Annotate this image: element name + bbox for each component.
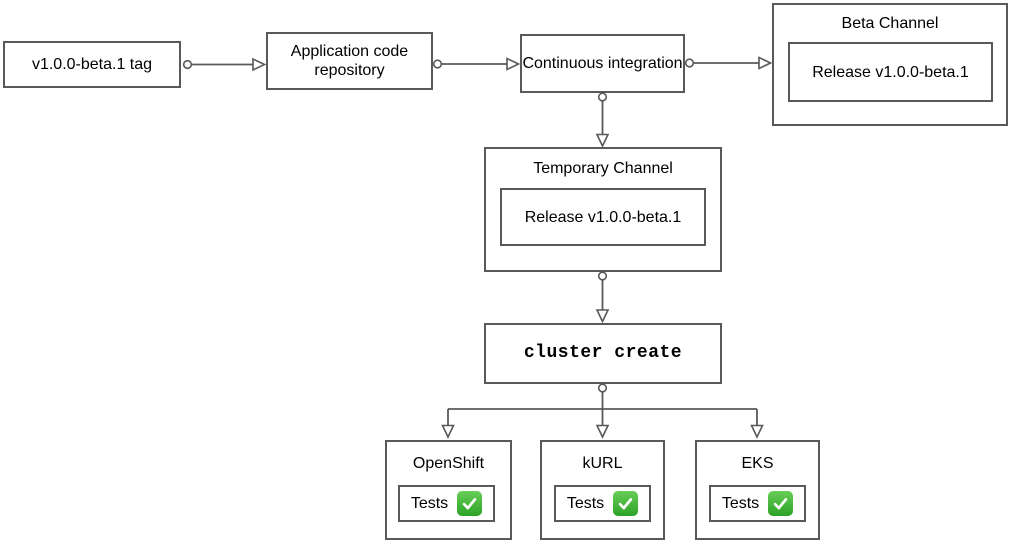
check-mark-icon [768, 491, 794, 516]
kurl-tests-label: Tests [566, 495, 605, 512]
node-cluster-openshift: OpenShift Tests [385, 440, 512, 540]
node-version-tag-label: v1.0.0-beta.1 tag [31, 56, 153, 73]
cluster-kurl-title: kURL [582, 455, 623, 472]
eks-tests-box: Tests [709, 485, 806, 522]
cluster-create-label: cluster create [523, 343, 683, 363]
cluster-eks-title: EKS [741, 455, 774, 472]
temporary-release-label: Release v1.0.0-beta.1 [524, 208, 682, 226]
node-continuous-integration: Continuous integration [520, 34, 685, 93]
node-temporary-channel: Temporary Channel Release v1.0.0-beta.1 [484, 147, 722, 272]
node-temporary-release: Release v1.0.0-beta.1 [500, 188, 706, 246]
node-app-repo-label: Application code repository [290, 43, 409, 79]
node-cluster-eks: EKS Tests [695, 440, 820, 540]
cluster-openshift-title: OpenShift [412, 455, 485, 472]
node-continuous-integration-label: Continuous integration [522, 55, 683, 72]
node-cluster-create: cluster create [484, 323, 722, 384]
temporary-channel-title: Temporary Channel [533, 160, 673, 177]
arrow-ci-to-temporary-channel [595, 92, 610, 148]
beta-channel-title: Beta Channel [841, 15, 939, 32]
arrow-repo-to-ci [432, 57, 521, 71]
node-version-tag: v1.0.0-beta.1 tag [3, 41, 181, 88]
openshift-tests-box: Tests [398, 485, 495, 522]
check-mark-icon [613, 491, 639, 516]
openshift-tests-label: Tests [410, 495, 449, 512]
node-app-repo: Application code repository [266, 32, 433, 90]
arrow-cluster-create-to-clusters [441, 383, 764, 439]
eks-tests-label: Tests [721, 495, 760, 512]
beta-release-label: Release v1.0.0-beta.1 [812, 63, 969, 81]
arrow-tag-to-repo [182, 57, 267, 72]
check-mark-icon [457, 491, 483, 516]
arrow-temporary-channel-to-cluster-create [595, 271, 610, 324]
node-beta-release: Release v1.0.0-beta.1 [788, 42, 993, 102]
node-beta-channel: Beta Channel Release v1.0.0-beta.1 [772, 3, 1008, 126]
node-cluster-kurl: kURL Tests [540, 440, 665, 540]
arrow-ci-to-beta-channel [684, 56, 773, 70]
kurl-tests-box: Tests [554, 485, 651, 522]
